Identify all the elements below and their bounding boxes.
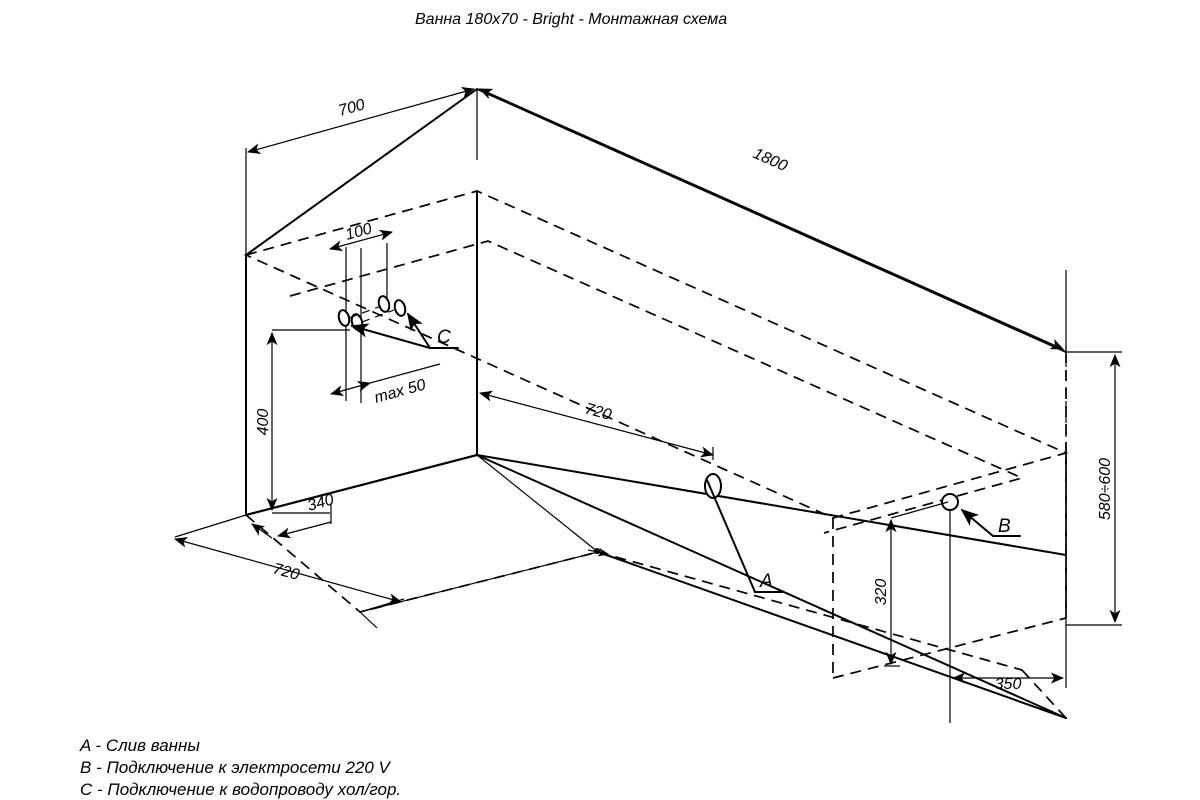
dim-line-720-drain	[478, 390, 715, 458]
dim-label-580-600: 580÷600	[1097, 458, 1114, 520]
dimension-580-600: 580÷600	[1065, 345, 1122, 626]
floor-plan-back-left	[245, 454, 478, 516]
floor-plan-long-edge	[597, 551, 1067, 719]
callout-c-leader-2	[350, 323, 431, 349]
dim-label-700: 700	[337, 96, 367, 120]
pipe-connect-dash-a	[348, 305, 382, 319]
legend: A - Слив ванны B - Подключение к электро…	[79, 736, 401, 799]
legend-item-b: B - Подключение к электросети 220 V	[80, 758, 392, 777]
tub-rear-bottom-hidden	[832, 617, 1067, 679]
dim-line-340-left	[276, 521, 332, 539]
electrical-outlet	[941, 493, 959, 511]
dim-label-400: 400	[255, 409, 272, 436]
dim-line-100	[328, 229, 394, 252]
callout-label-c: C	[437, 327, 451, 348]
dimension-720-floor: 720	[173, 514, 405, 613]
callout-label-b: B	[998, 516, 1011, 537]
floor-plan-front-edge	[359, 551, 599, 613]
dim-line-1800	[478, 88, 1065, 350]
page-title: Ванна 180x70 - Bright - Монтажная схема	[415, 11, 727, 28]
callout-a-leader	[706, 479, 756, 593]
tub-inner-rim-top	[243, 190, 1069, 519]
floor-plan-inner-hidden	[597, 551, 1023, 671]
dimension-340: 340	[251, 491, 336, 539]
dim-line-340-start	[251, 523, 273, 539]
dim-line-max50	[329, 380, 372, 397]
water-supply-group: 100 max 50 C	[328, 220, 459, 407]
tub-basin-bottom	[289, 240, 1025, 534]
floor-plan-node	[594, 548, 600, 554]
dim-label-720-floor: 720	[271, 560, 301, 584]
bathtub-isometric-body	[243, 88, 1069, 719]
dim-label-max50: max 50	[373, 376, 428, 406]
callout-label-a: A	[759, 571, 773, 592]
legend-item-a: A - Слив ванны	[79, 736, 200, 755]
drain-opening	[704, 473, 722, 499]
pipe-opening-3	[377, 295, 391, 313]
dim-label-340: 340	[306, 491, 336, 515]
tub-front-panel-top-edge	[476, 454, 1067, 556]
ext-line-720-floor-left	[174, 514, 247, 538]
dim-label-350: 350	[995, 676, 1022, 693]
dim-label-320: 320	[873, 579, 890, 606]
pipe-opening-4	[393, 299, 407, 317]
dimension-720-drain: 720 A	[476, 390, 783, 593]
dimension-400: 400	[245, 255, 350, 518]
legend-item-c: C - Подключение к водопроводу хол/гор.	[80, 780, 401, 799]
dim-label-1800: 1800	[750, 145, 790, 175]
floor-plan-front-tick	[359, 611, 378, 629]
callout-c-leader-1	[407, 312, 431, 349]
outlet-horizontal-lead	[890, 501, 949, 519]
dimension-700: 700	[245, 86, 478, 255]
dim-label-100: 100	[344, 220, 374, 244]
callout-b-leader	[960, 508, 994, 537]
dim-label-720-drain: 720	[583, 400, 613, 424]
electrical-connection-group: B 320 350	[873, 493, 1067, 723]
pipe-opening-1	[337, 309, 351, 327]
dim-line-700	[246, 86, 476, 155]
floor-plan-left-diag	[476, 454, 599, 553]
floor-plan-front-hidden	[245, 514, 599, 613]
dim-leader-max50	[369, 363, 441, 384]
pipe-connect-dash-b	[361, 309, 395, 323]
dim-line-720-floor	[173, 536, 403, 605]
